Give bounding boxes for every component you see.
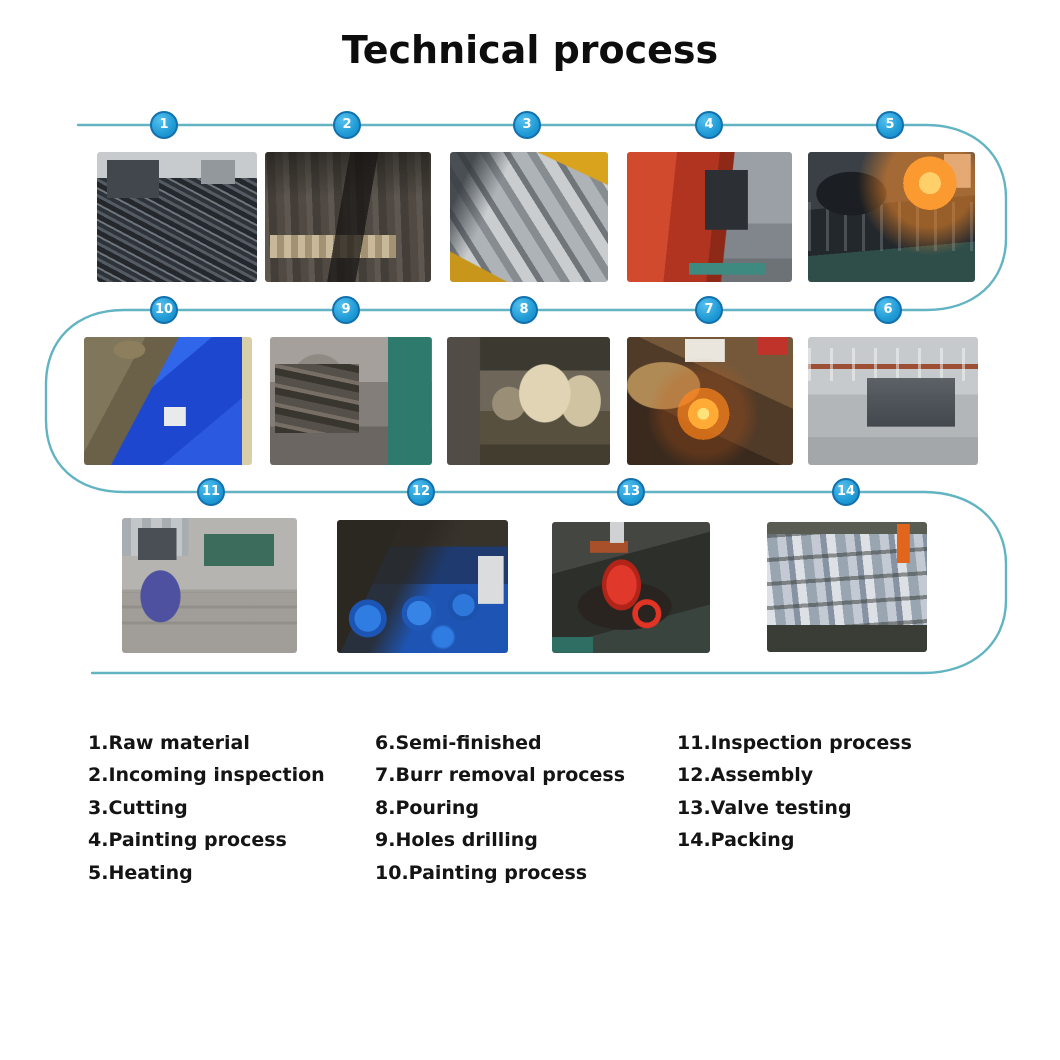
legend-item-12: 12.Assembly	[677, 764, 814, 787]
legend-item-14: 14.Packing	[677, 829, 795, 852]
photo-packing	[767, 522, 927, 652]
step-marker-14: 14	[832, 478, 860, 506]
step-marker-4: 4	[695, 111, 723, 139]
photo-holes-drilling	[270, 337, 432, 465]
step-marker-7: 7	[695, 296, 723, 324]
legend-column-2: 6.Semi-finished 7.Burr removal process 8…	[375, 727, 625, 889]
photo-burr-removal	[627, 337, 793, 465]
step-marker-10: 10	[150, 296, 178, 324]
photo-valve-testing	[552, 522, 710, 653]
photo-cutting	[450, 152, 608, 282]
legend-item-3: 3.Cutting	[88, 796, 188, 819]
photo-painting-process-2	[84, 337, 252, 465]
step-marker-9: 9	[332, 296, 360, 324]
photo-inspection-process	[122, 518, 297, 653]
legend-item-11: 11.Inspection process	[677, 732, 912, 754]
photo-semi-finished	[808, 337, 978, 465]
legend-item-8: 8.Pouring	[375, 796, 479, 819]
step-marker-11: 11	[197, 478, 225, 506]
legend-column-3: 11.Inspection process 12.Assembly 13.Val…	[677, 727, 912, 857]
step-marker-6: 6	[874, 296, 902, 324]
photo-pouring	[447, 337, 610, 465]
legend-item-10: 10.Painting process	[375, 861, 588, 884]
step-marker-2: 2	[333, 111, 361, 139]
photo-painting-process	[627, 152, 792, 282]
legend-column-1: 1.Raw material 2.Incoming inspection 3.C…	[88, 727, 325, 889]
page-title: Technical process	[341, 28, 719, 72]
step-marker-13: 13	[617, 478, 645, 506]
step-marker-1: 1	[150, 111, 178, 139]
step-marker-5: 5	[876, 111, 904, 139]
step-marker-3: 3	[513, 111, 541, 139]
photo-raw-material	[97, 152, 257, 282]
legend-item-2: 2.Incoming inspection	[88, 764, 325, 787]
photo-assembly	[337, 520, 508, 653]
legend-item-13: 13.Valve testing	[677, 796, 852, 819]
legend-item-7: 7.Burr removal process	[375, 764, 626, 787]
legend-item-5: 5.Heating	[88, 861, 193, 884]
legend-item-4: 4.Painting process	[88, 829, 287, 852]
step-marker-12: 12	[407, 478, 435, 506]
step-marker-8: 8	[510, 296, 538, 324]
legend-item-6: 6.Semi-finished	[375, 732, 542, 754]
photo-incoming-inspection	[265, 152, 431, 282]
legend-item-1: 1.Raw material	[88, 732, 250, 754]
photo-heating	[808, 152, 975, 282]
legend-item-9: 9.Holes drilling	[375, 829, 538, 852]
